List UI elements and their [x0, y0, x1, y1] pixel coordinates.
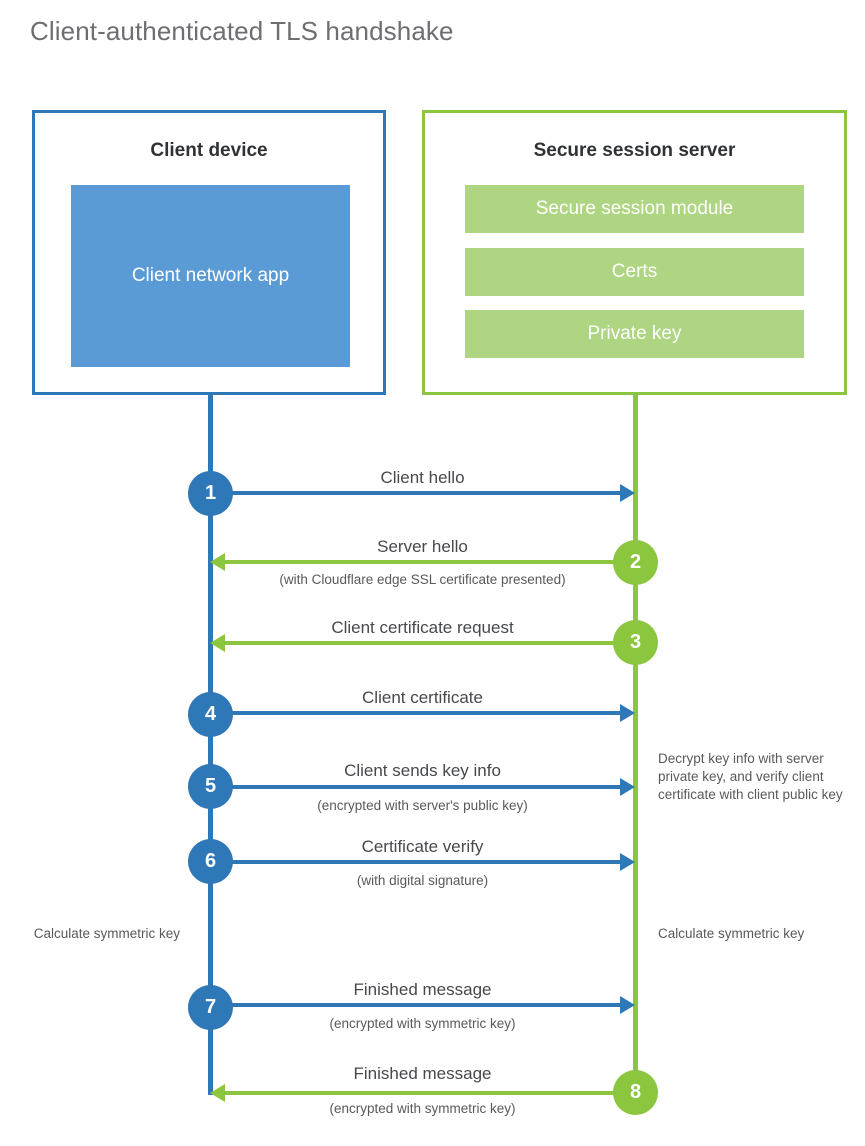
step-badge-4: 4	[188, 692, 233, 737]
step-badge-6: 6	[188, 839, 233, 884]
step-4-label: Client certificate	[362, 688, 483, 707]
note-server-decrypt: Decrypt key info with server private key…	[658, 751, 843, 802]
step-8-sublabel: (encrypted with symmetric key)	[329, 1101, 516, 1116]
step-6-arrow-head-icon	[620, 853, 635, 871]
server-lifeline	[633, 395, 638, 1095]
step-5-sublabel: (encrypted with server's public key)	[317, 798, 528, 813]
client-lifeline	[208, 395, 213, 1095]
step-3-arrow-head-icon	[210, 634, 225, 652]
note-server-calculate: Calculate symmetric key	[658, 926, 805, 941]
server-module-secure-session-module: Secure session module	[465, 185, 804, 233]
client-device-box: Client device Client network app	[32, 110, 386, 395]
step-badge-1: 1	[188, 471, 233, 516]
step-2-arrow-line	[222, 560, 635, 564]
step-3-label: Client certificate request	[331, 618, 514, 637]
step-badge-2: 2	[613, 540, 658, 585]
client-network-app-block: Client network app	[71, 185, 350, 367]
step-2-sublabel: (with Cloudflare edge SSL certificate pr…	[279, 572, 566, 587]
step-badge-8: 8	[613, 1070, 658, 1115]
step-5-label: Client sends key info	[344, 761, 501, 780]
secure-session-server-box: Secure session server Secure session mod…	[422, 110, 847, 395]
step-8-arrow-line	[222, 1091, 635, 1095]
server-module-certs: Certs	[465, 248, 804, 296]
step-7-arrow-head-icon	[620, 996, 635, 1014]
secure-session-server-title: Secure session server	[533, 140, 736, 161]
step-5-arrow-line	[210, 785, 623, 789]
step-8-arrow-head-icon	[210, 1084, 225, 1102]
step-6-arrow-line	[210, 860, 623, 864]
step-5-arrow-head-icon	[620, 778, 635, 796]
step-badge-5: 5	[188, 764, 233, 809]
step-4-arrow-head-icon	[620, 704, 635, 722]
page-title: Client-authenticated TLS handshake	[30, 16, 454, 46]
step-2-label: Server hello	[377, 537, 468, 556]
step-1-arrow-head-icon	[620, 484, 635, 502]
note-client-calculate: Calculate symmetric key	[33, 926, 180, 941]
step-3-arrow-line	[222, 641, 635, 645]
step-8-label: Finished message	[353, 1064, 492, 1083]
step-4-arrow-line	[210, 711, 623, 715]
step-6-label: Certificate verify	[361, 837, 484, 856]
client-device-title: Client device	[150, 140, 268, 161]
step-1-arrow-line	[210, 491, 623, 495]
step-badge-3: 3	[613, 620, 658, 665]
step-7-arrow-line	[210, 1003, 623, 1007]
step-1-label: Client hello	[380, 468, 465, 487]
step-7-label: Finished message	[353, 980, 492, 999]
step-badge-7: 7	[188, 985, 233, 1030]
server-module-private-key: Private key	[465, 310, 804, 358]
step-6-sublabel: (with digital signature)	[356, 873, 489, 888]
step-2-arrow-head-icon	[210, 553, 225, 571]
step-7-sublabel: (encrypted with symmetric key)	[329, 1016, 516, 1031]
